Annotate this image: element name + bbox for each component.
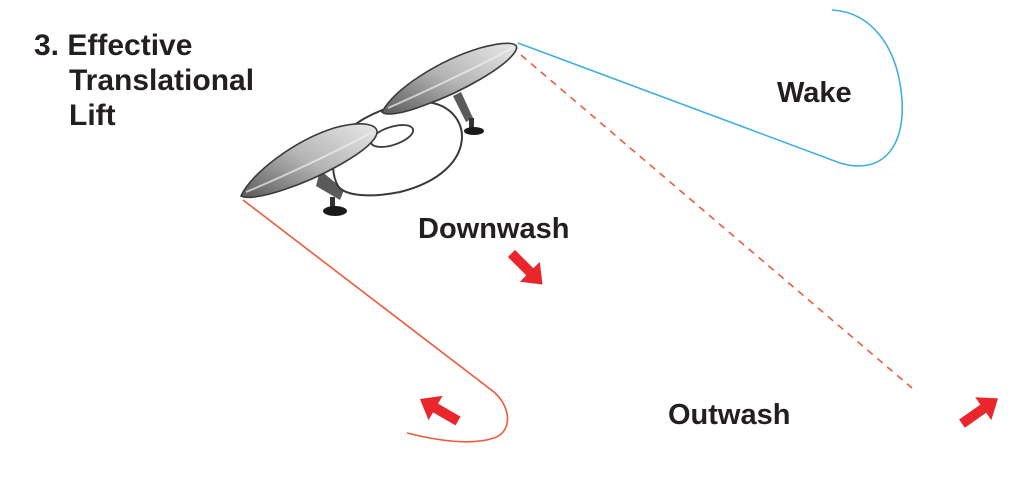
outwash-right-arrow-icon bbox=[959, 397, 999, 428]
downwash-arrow-icon bbox=[507, 249, 543, 285]
downwash-boundary-dashed-line bbox=[520, 54, 913, 389]
title-line-3: Lift bbox=[69, 99, 116, 132]
wake-label: Wake bbox=[777, 77, 852, 109]
outwash-left-arrow-icon bbox=[419, 395, 461, 426]
outwash-label: Outwash bbox=[668, 399, 790, 431]
wake-streamline bbox=[517, 9, 903, 167]
tilted-dual-rotor-aircraft-icon bbox=[239, 42, 518, 216]
title-line-1: 3. Effective bbox=[34, 29, 192, 62]
outwash-streamline bbox=[242, 199, 509, 443]
title-line-2: Translational bbox=[69, 64, 254, 97]
downwash-label: Downwash bbox=[418, 213, 569, 245]
